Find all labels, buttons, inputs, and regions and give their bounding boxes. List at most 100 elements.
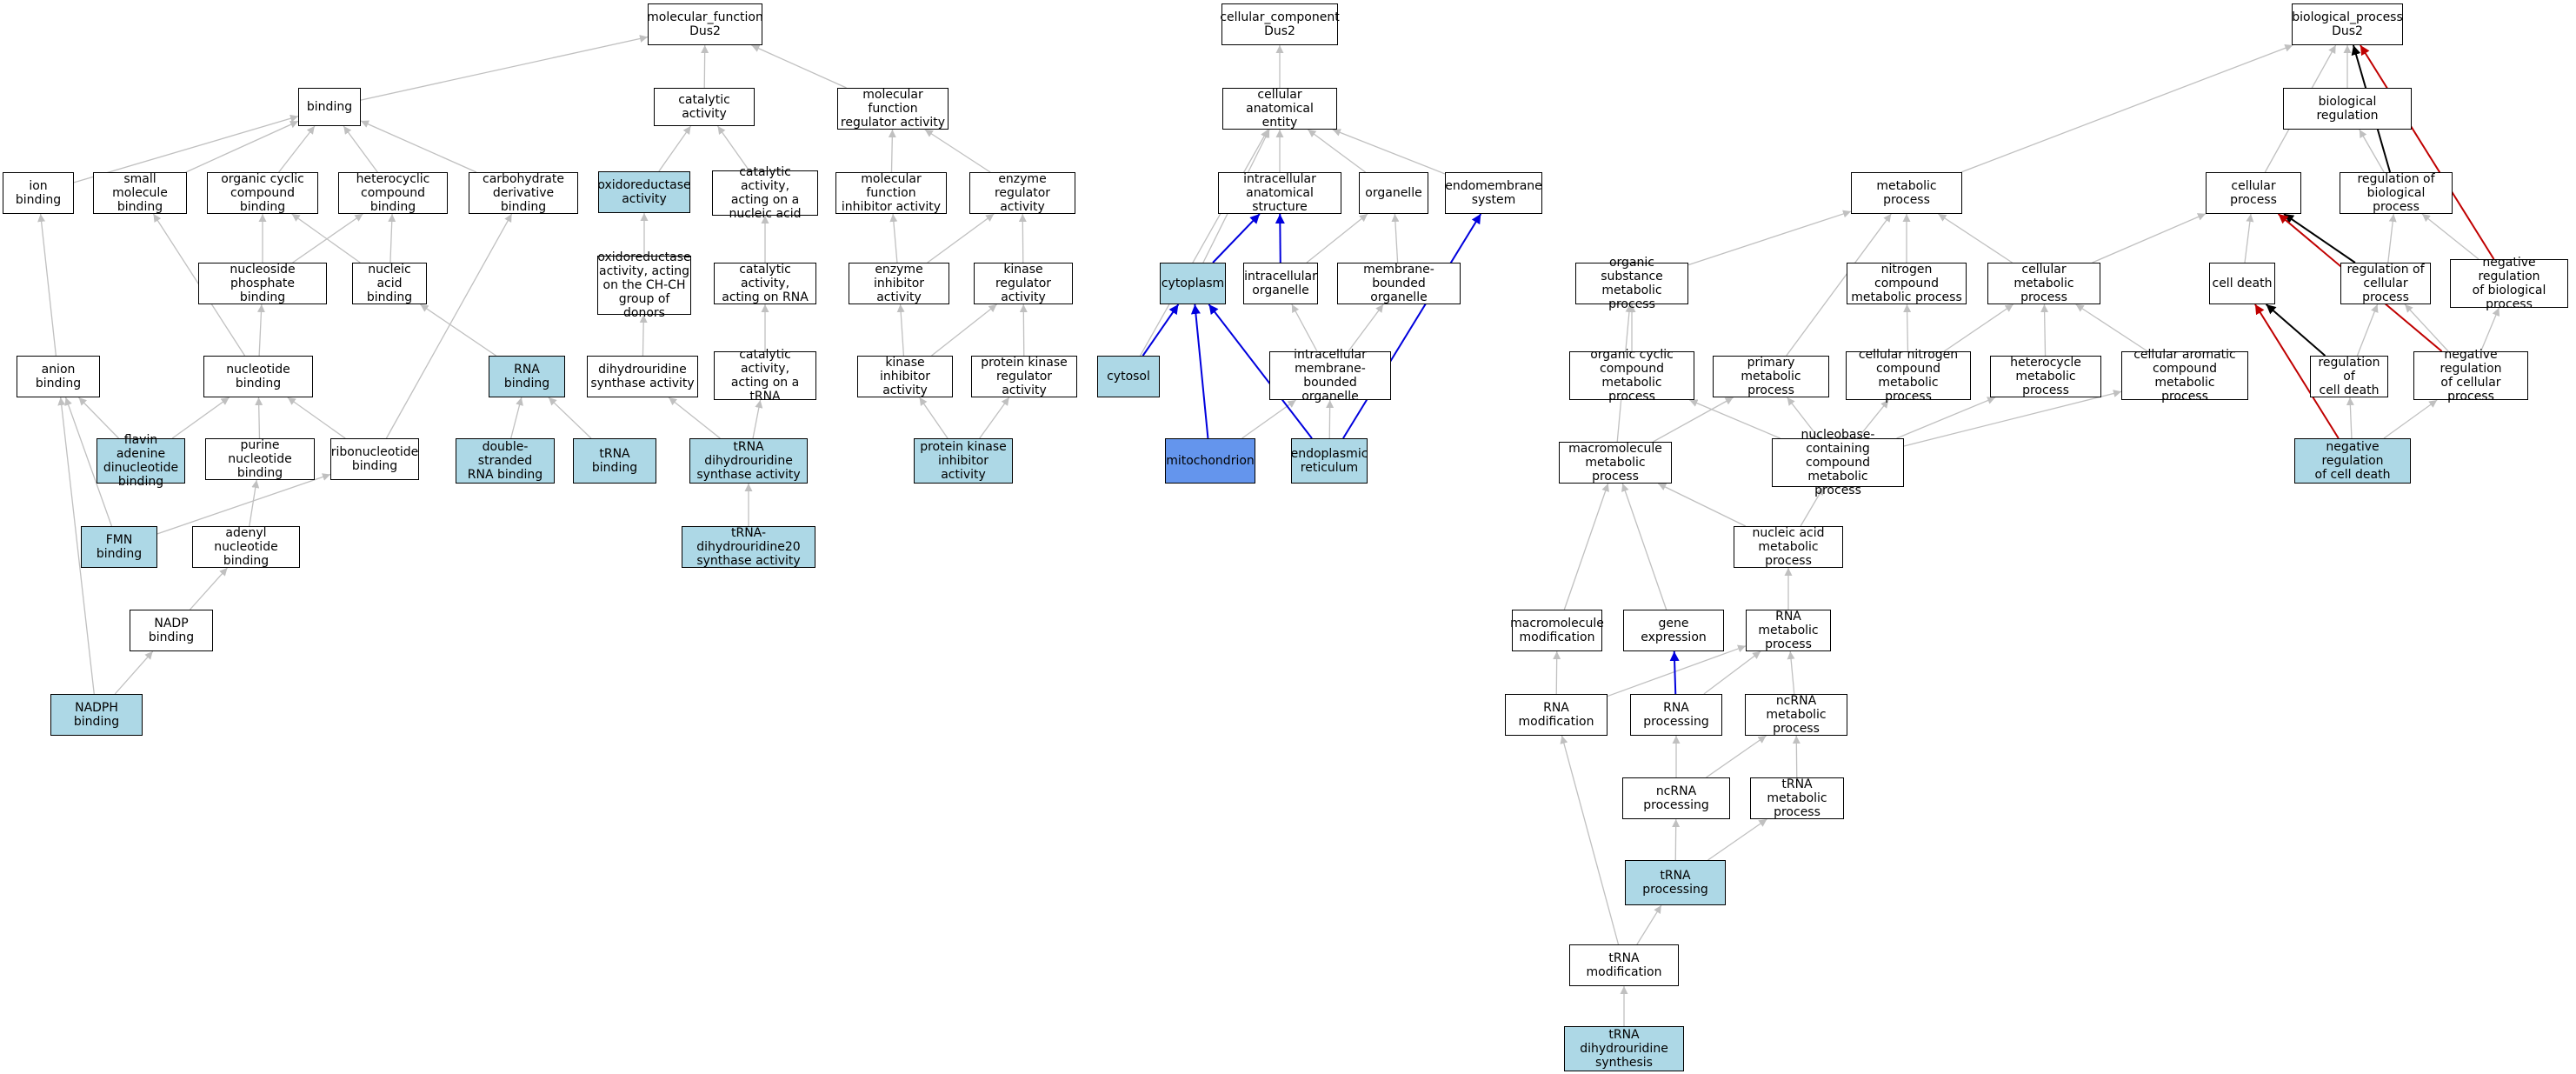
go-term-nucleic-acid-binding[interactable]: nucleic acid binding <box>352 263 427 304</box>
go-term-heterocyclic-compound-binding[interactable]: heterocyclic compound binding <box>338 172 448 214</box>
go-term-adenyl-nucleotide-binding[interactable]: adenyl nucleotide binding <box>192 526 300 568</box>
go-term-organelle[interactable]: organelle <box>1359 172 1428 214</box>
go-term-ncrna-metabolic-process[interactable]: ncRNA metabolic process <box>1745 694 1847 736</box>
go-term-carbohydrate-derivative-binding[interactable]: carbohydrate derivative binding <box>469 172 578 214</box>
edge-ds_rna_bind-rna_bind <box>510 397 523 439</box>
go-term-intracellular-membrane-bounded-organelle[interactable]: intracellular membrane-bounded organelle <box>1269 348 1391 404</box>
edge-fad_bind-nucleotide_bind <box>171 397 230 439</box>
go-term-kinase-regulator-activity[interactable]: kinase regulator activity <box>974 263 1073 304</box>
edge-trna_mod-rna_mod <box>1560 735 1620 945</box>
go-term-cellular-nitrogen-compound-metabolic-process[interactable]: cellular nitrogen compound metabolic pro… <box>1846 348 1971 404</box>
go-term-enzyme-regulator-activity[interactable]: enzyme regulator activity <box>969 172 1075 214</box>
go-term-membrane-bounded-organelle[interactable]: membrane-bounded organelle <box>1337 263 1461 304</box>
go-term-ncrna-processing[interactable]: ncRNA processing <box>1622 777 1730 819</box>
go-term-organic-substance-metabolic-process[interactable]: organic substance metabolic process <box>1575 256 1688 311</box>
go-term-nucleotide-binding[interactable]: nucleotide binding <box>203 356 313 397</box>
go-term-cellular-process[interactable]: cellular process <box>2206 172 2301 214</box>
edge-enz_reg-mf_reg <box>924 129 991 173</box>
go-term-organic-cyclic-compound-metabolic-process[interactable]: organic cyclic compound metabolic proces… <box>1569 348 1694 404</box>
go-term-fmn-binding[interactable]: FMN binding <box>81 526 157 568</box>
go-term-fad-binding[interactable]: flavin adenine dinucleotide binding <box>97 433 185 489</box>
go-term-organic-cyclic-compound-binding[interactable]: organic cyclic compound binding <box>207 172 318 214</box>
edge-cell_death-cell_proc <box>2244 213 2254 263</box>
go-term-purine-nucleotide-binding[interactable]: purine nucleotide binding <box>205 438 315 480</box>
go-term-nucleic-acid-metabolic-process[interactable]: nucleic acid metabolic process <box>1734 526 1843 568</box>
go-term-double-stranded-rna-binding[interactable]: double-stranded RNA binding <box>456 438 555 484</box>
go-term-dihydrouridine-synthase-activity[interactable]: dihydrouridine synthase activity <box>587 356 698 397</box>
go-term-negative-regulation-of-cell-death[interactable]: negative regulation of cell death <box>2294 438 2411 484</box>
go-term-biological-process-root[interactable]: biological_process Dus2 <box>2292 3 2403 45</box>
go-term-cytoplasm[interactable]: cytoplasm <box>1160 263 1226 304</box>
edge-ic_mem_org-mem_org <box>1348 304 1384 352</box>
go-term-negative-regulation-of-biological-process[interactable]: negative regulation of biological proces… <box>2450 256 2568 311</box>
go-term-biological-regulation[interactable]: biological regulation <box>2283 88 2412 130</box>
go-term-nadph-binding[interactable]: NADPH binding <box>50 694 143 736</box>
edge-trna_dus-cat_trna <box>752 399 763 439</box>
go-term-catalytic-activity-rna[interactable]: catalytic activity, acting on RNA <box>714 263 816 304</box>
edge-nucleotide_bind-nucphos_bind <box>256 304 265 357</box>
go-term-nitrogen-compound-metabolic-process[interactable]: nitrogen compound metabolic process <box>1847 263 1967 304</box>
go-term-rna-processing[interactable]: RNA processing <box>1630 694 1722 736</box>
go-term-cytosol[interactable]: cytosol <box>1097 356 1160 397</box>
go-term-ion-binding[interactable]: ion binding <box>3 172 74 214</box>
go-term-protein-kinase-inhibitor-activity[interactable]: protein kinase inhibitor activity <box>914 438 1013 484</box>
go-term-regulation-of-biological-process[interactable]: regulation of biological process <box>2340 172 2453 214</box>
go-term-trna-modification[interactable]: tRNA modification <box>1569 944 1679 986</box>
go-term-oxidoreductase-ch-ch[interactable]: oxidoreductase activity, acting on the C… <box>597 250 691 320</box>
go-term-catalytic-activity-nucleic-acid[interactable]: catalytic activity, acting on a nucleic … <box>712 165 818 221</box>
edge-cat_na-catalytic <box>717 125 750 171</box>
go-term-anion-binding[interactable]: anion binding <box>17 356 100 397</box>
go-term-small-molecule-binding[interactable]: small molecule binding <box>93 172 187 214</box>
go-term-nadp-binding[interactable]: NADP binding <box>130 610 213 651</box>
go-term-regulation-of-cellular-process[interactable]: regulation of cellular process <box>2340 263 2431 304</box>
go-term-nucleobase-containing-compound-metabolic-process[interactable]: nucleobase-containing compound metabolic… <box>1772 428 1904 497</box>
go-term-macromolecule-modification[interactable]: macromolecule modification <box>1510 610 1604 651</box>
edge-mito-cytoplasm <box>1190 304 1209 439</box>
go-term-nucleoside-phosphate-binding[interactable]: nucleoside phosphate binding <box>198 263 327 304</box>
go-term-ribonucleotide-binding[interactable]: ribonucleotide binding <box>330 438 419 480</box>
edge-binding-mf_root <box>360 35 649 101</box>
go-term-regulation-of-cell-death[interactable]: regulation of cell death <box>2310 356 2388 397</box>
go-term-mitochondrion[interactable]: mitochondrion <box>1165 438 1255 484</box>
edge-ribonuc_bind-nucleotide_bind <box>287 397 346 439</box>
go-term-cellular-component-root[interactable]: cellular_component Dus2 <box>1220 3 1340 45</box>
go-term-trna-dihydrouridine-synthase-activity[interactable]: tRNA dihydrouridine synthase activity <box>689 438 808 484</box>
go-term-macromolecule-metabolic-process[interactable]: macromolecule metabolic process <box>1559 442 1672 484</box>
go-term-enzyme-inhibitor-activity[interactable]: enzyme inhibitor activity <box>849 263 949 304</box>
go-term-rna-binding[interactable]: RNA binding <box>489 356 565 397</box>
edge-gene_exp-macro_met <box>1621 483 1667 610</box>
go-term-heterocycle-metabolic-process[interactable]: heterocycle metabolic process <box>1990 356 2101 397</box>
go-term-intracellular-organelle[interactable]: intracellular organelle <box>1243 263 1318 304</box>
go-term-trna-dihydrouridine20-synthase-activity[interactable]: tRNA-dihydrouridine20 synthase activity <box>682 526 815 568</box>
edge-reg_cell-reg_bio <box>2387 213 2397 263</box>
go-term-protein-kinase-regulator-activity[interactable]: protein kinase regulator activity <box>971 356 1077 397</box>
go-term-kinase-inhibitor-activity[interactable]: kinase inhibitor activity <box>857 356 953 397</box>
go-term-endomembrane-system[interactable]: endomembrane system <box>1445 172 1542 214</box>
go-term-metabolic-process[interactable]: metabolic process <box>1851 172 1962 214</box>
go-term-endoplasmic-reticulum[interactable]: endoplasmic reticulum <box>1291 438 1368 484</box>
go-term-mf-regulator-activity[interactable]: molecular function regulator activity <box>837 88 949 130</box>
go-term-trna-binding[interactable]: tRNA binding <box>573 438 656 484</box>
go-term-catalytic-activity[interactable]: catalytic activity <box>654 88 755 126</box>
go-term-oxidoreductase-activity[interactable]: oxidoreductase activity <box>597 171 691 213</box>
go-term-trna-metabolic-process[interactable]: tRNA metabolic process <box>1750 777 1844 819</box>
go-term-mf-inhibitor-activity[interactable]: molecular function inhibitor activity <box>835 172 947 214</box>
go-term-rna-modification[interactable]: RNA modification <box>1505 694 1608 736</box>
edge-rna_bind-nucacid_bind <box>420 304 496 357</box>
go-term-trna-processing[interactable]: tRNA processing <box>1625 860 1726 905</box>
go-term-cell-death[interactable]: cell death <box>2209 263 2275 304</box>
go-term-gene-expression[interactable]: gene expression <box>1623 610 1724 651</box>
go-term-molecular-function-root[interactable]: molecular_function Dus2 <box>647 3 763 45</box>
go-term-cellular-metabolic-process[interactable]: cellular metabolic process <box>1987 263 2100 304</box>
go-term-primary-metabolic-process[interactable]: primary metabolic process <box>1713 356 1829 397</box>
go-term-catalytic-activity-trna[interactable]: catalytic activity, acting on a tRNA <box>714 348 816 404</box>
go-term-negative-regulation-of-cellular-process[interactable]: negative regulation of cellular process <box>2413 348 2528 404</box>
go-term-trna-dihydrouridine-synthesis[interactable]: tRNA dihydrouridine synthesis <box>1564 1026 1684 1071</box>
go-term-cellular-anatomical-entity[interactable]: cellular anatomical entity <box>1222 88 1337 130</box>
go-term-intracellular-anatomical-structure[interactable]: intracellular anatomical structure <box>1218 172 1341 214</box>
edge-enz_inhib-enz_reg <box>927 213 995 263</box>
go-term-rna-metabolic-process[interactable]: RNA metabolic process <box>1746 610 1831 651</box>
go-term-binding[interactable]: binding <box>298 88 361 126</box>
go-term-cellular-aromatic-compound-metabolic-process[interactable]: cellular aromatic compound metabolic pro… <box>2121 348 2248 404</box>
edge-anion_bind-ion_binding <box>37 213 57 357</box>
